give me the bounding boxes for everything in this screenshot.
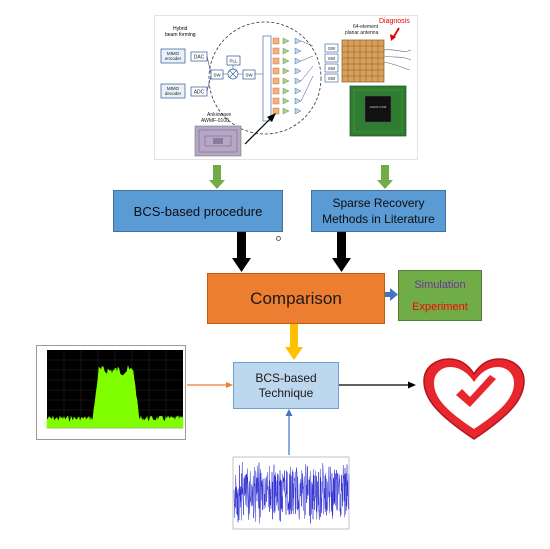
mimo-decoder-block: [160, 83, 186, 99]
comparison-label: Comparison: [250, 288, 342, 308]
bcs-technique-box: BCS-based Technique: [233, 362, 339, 409]
small-circle-marker: [276, 236, 281, 241]
svg-text:AWMF-0108: AWMF-0108: [370, 105, 387, 109]
chip-to-array-arrow: [244, 115, 274, 145]
simulation-label: Simulation: [414, 278, 466, 291]
experiment-label: Experiment: [412, 300, 468, 313]
svg-text:SW: SW: [245, 73, 253, 78]
noise-trace: [233, 461, 350, 524]
phase-shifter-array: [255, 35, 314, 122]
sparse-recovery-box: Sparse Recovery Methods in Literature: [311, 190, 446, 232]
pll-block: [226, 55, 241, 66]
sw-block-right: [242, 69, 256, 80]
sparse-recovery-line1: Sparse Recovery: [332, 196, 425, 210]
bcs-procedure-label: BCS-based procedure: [133, 203, 263, 219]
noise-svg: [232, 456, 350, 530]
black-arrow-left: [232, 232, 251, 272]
antenna-panel: [341, 39, 412, 83]
sw-stack: SW SW SW SW: [324, 43, 339, 83]
black-arrow-right: [332, 232, 351, 272]
orange-arrow: [187, 382, 233, 388]
svg-text:PLL: PLL: [229, 59, 238, 64]
spectrum-svg: [46, 350, 184, 429]
bcs-technique-line1: BCS-based: [255, 370, 317, 385]
green-arrow-right: [377, 165, 393, 189]
dashed-circle: [208, 21, 322, 135]
sparse-recovery-line2: Methods in Literature: [322, 212, 435, 226]
comparison-box: Comparison: [207, 273, 385, 324]
spectrum-trace: [46, 365, 184, 429]
dac-label: DAC: [194, 55, 205, 61]
svg-text:SW: SW: [328, 56, 336, 61]
check-mark-icon: [456, 375, 496, 407]
black-arrow-to-heart: [339, 381, 416, 389]
svg-text:SW: SW: [213, 73, 221, 78]
blue-arrow-from-noise: [285, 409, 293, 455]
svg-text:SW: SW: [328, 76, 336, 81]
mimo-encoder-block: [160, 48, 186, 64]
adc-block: [190, 86, 208, 97]
diagnosis-label: Diagnosis: [379, 18, 410, 25]
gold-arrow: [285, 324, 303, 360]
sw-block-left: [210, 69, 224, 80]
green-arrow-left: [209, 165, 225, 189]
svg-text:SW: SW: [328, 66, 336, 71]
spectrum-plot-image: [36, 345, 186, 440]
bcs-procedure-box: BCS-based procedure: [113, 190, 283, 232]
adc-label: ADC: [194, 90, 205, 96]
heart-check-icon: [418, 355, 530, 445]
simulation-experiment-box: Simulation Experiment: [398, 270, 482, 321]
bcs-technique-line2: Technique: [258, 385, 314, 400]
noise-signal-image: [225, 455, 353, 537]
svg-text:SW: SW: [328, 46, 336, 51]
pcb-board: AWMF-0108: [349, 85, 407, 137]
chip-photo: [194, 125, 242, 157]
